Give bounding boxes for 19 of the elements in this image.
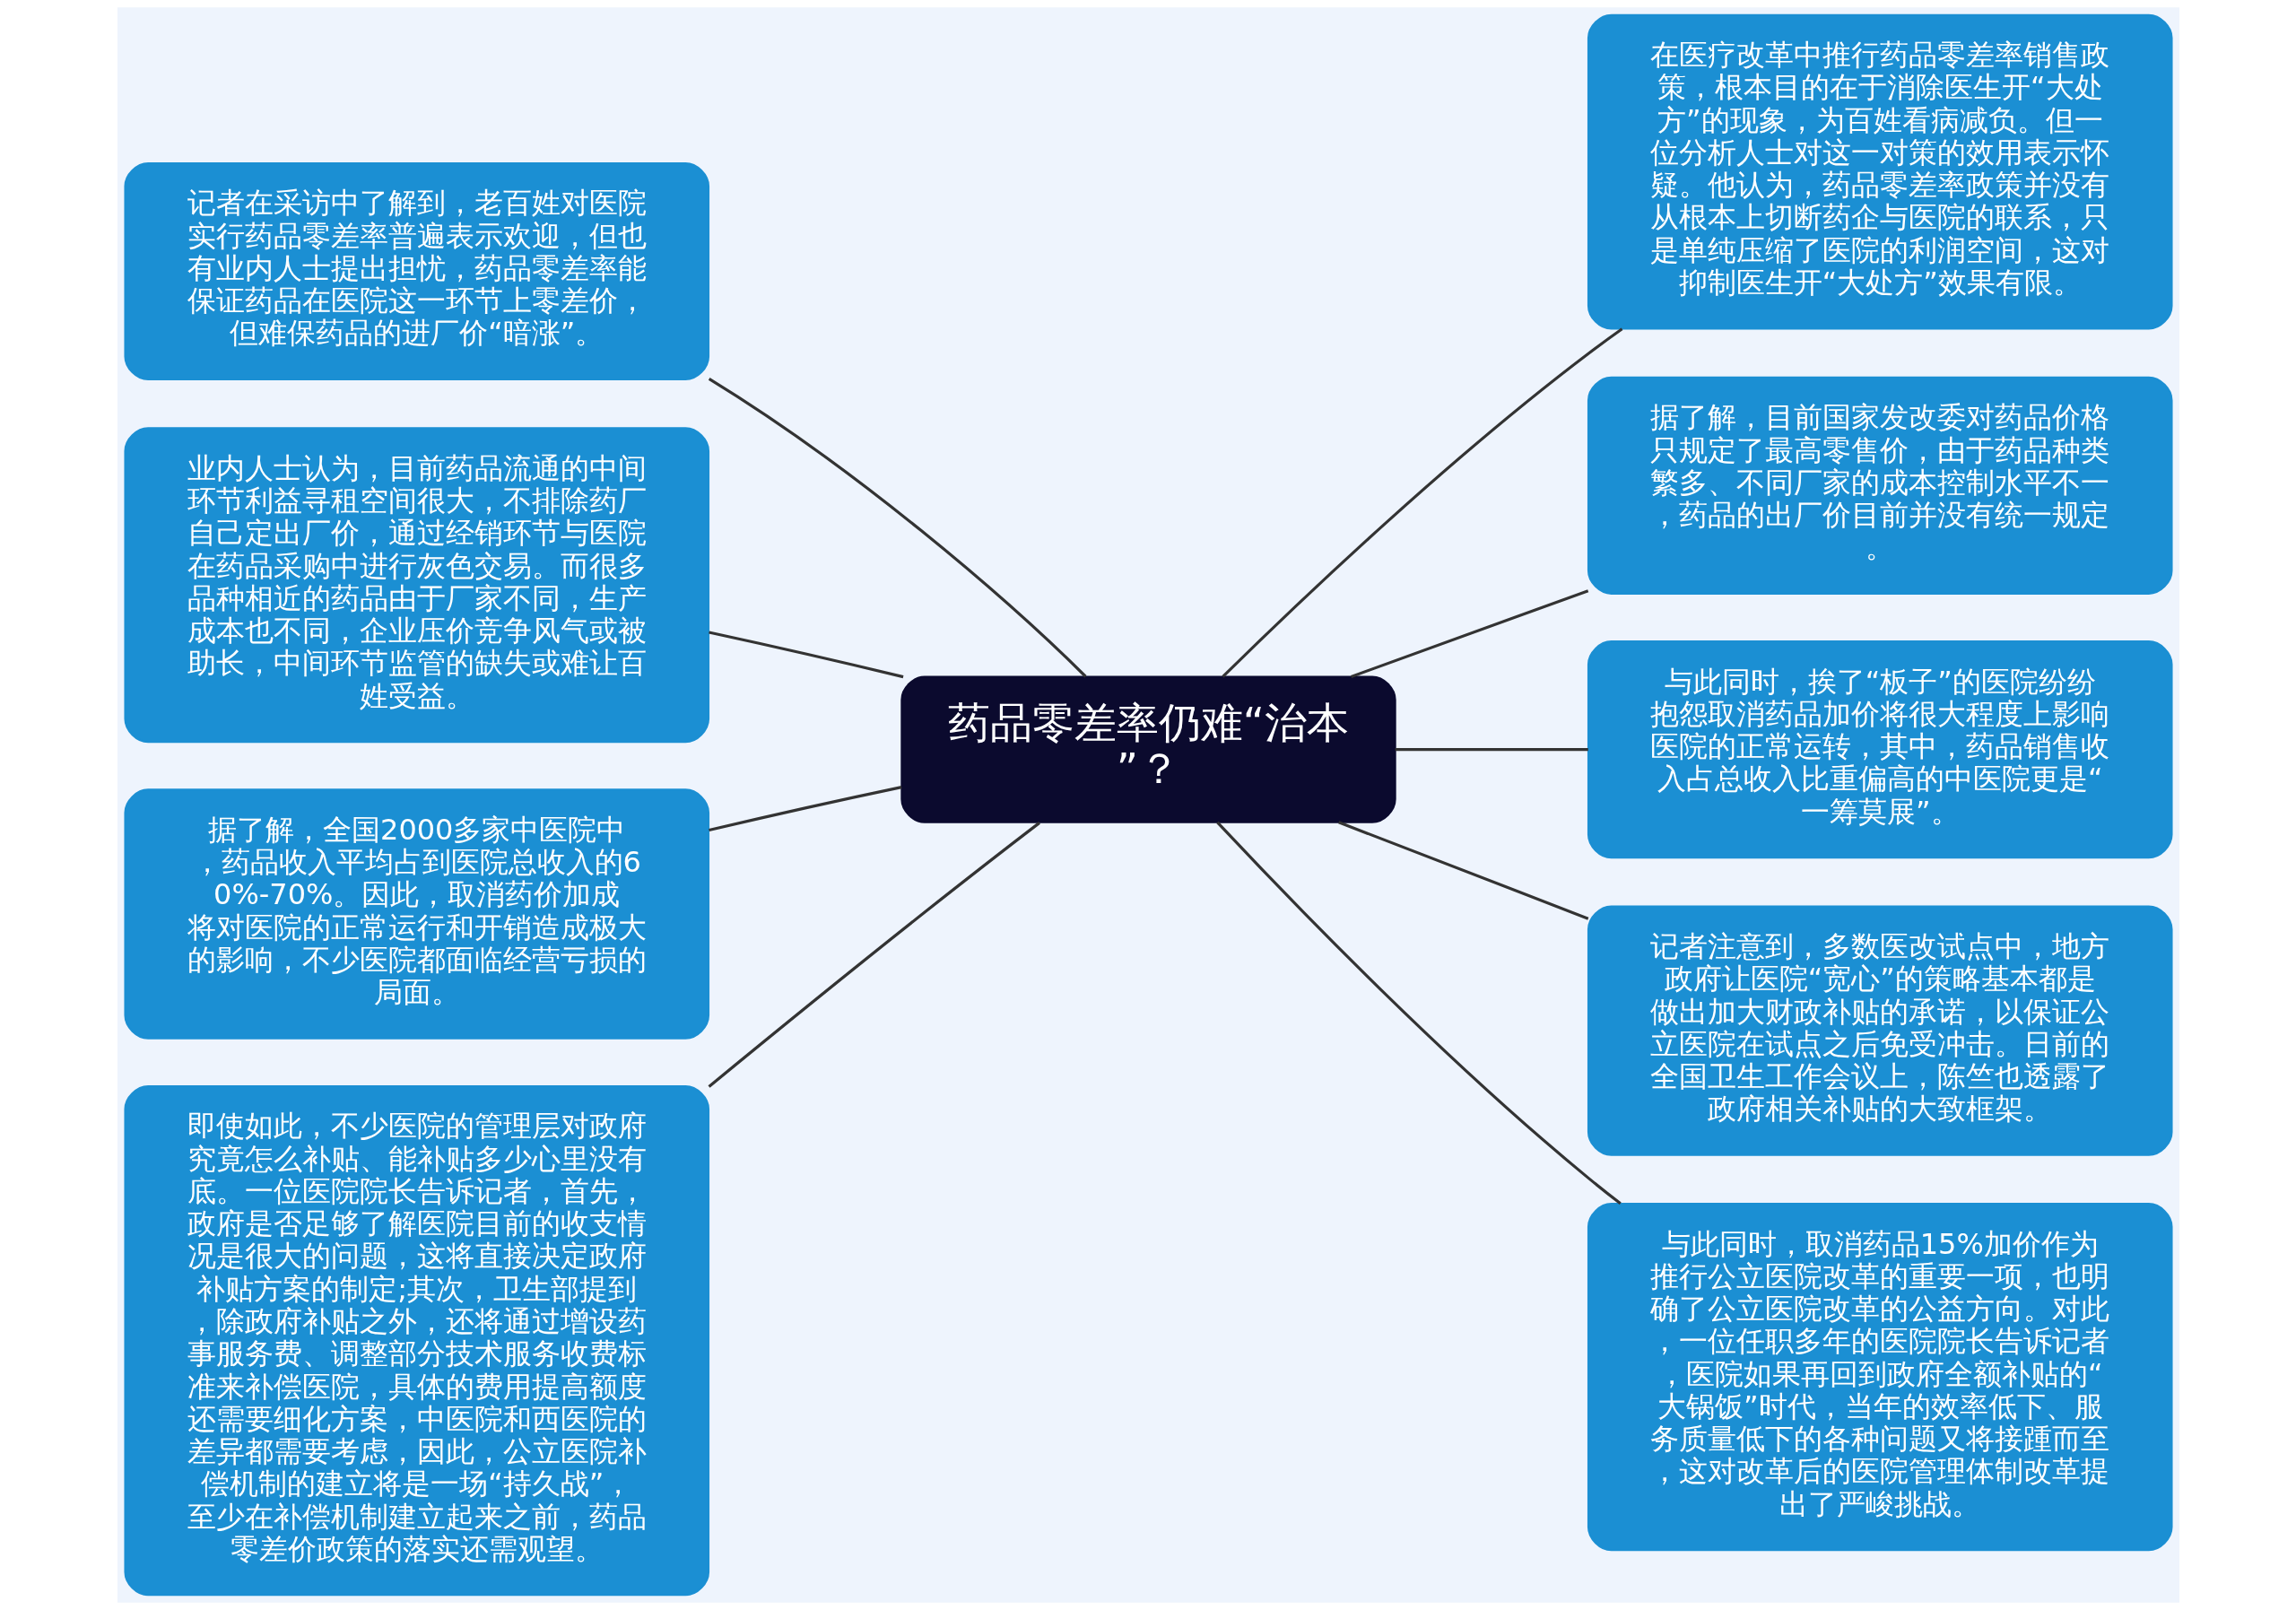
node-box: 记者在采访中了解到，老百姓对医院实行药品零差率普遍表示欢迎，但也有业内人士提出担忧，药品零差率能保证药品在医院这一环节上零差价，但难保药品的进厂价“暗涨”。: [123, 161, 709, 381]
node-box: 即使如此，不少医院的管理层对政府究竟怎么补贴、能补贴多少心里没有底。一位医院院长告诉记者，首先，政府是否足够了解医院目前的收支情况是很大的问题，这将直接决定政府补贴方案的制定;其次，卫生部提到，除政府补贴之外，还将通过增设药事服务费、调整部分技术服务收费标准来补偿医院，具体的费用提高额度还需要细化方案，中医院和西医院的差异都需要考虑，因此，公立医院补偿机制的建立将是一场“持久战”，至少在补偿机制建立起来之前，药品零差价政策的落实还需观望。: [123, 1084, 709, 1597]
connector: [708, 378, 1087, 678]
node-box: 记者注意到，多数医改试点中，地方政府让医院“宽心”的策略基本都是做出加大财政补贴的承诺，以保证公立医院在试点之后免受冲击。日前的全国卫生工作会议上，陈竺也透露了政府相关补贴的大致框架。: [1587, 905, 2173, 1156]
node-box: 药品零差率仍难“治本”？: [900, 675, 1396, 823]
connector: [1395, 748, 1588, 752]
connector: [1337, 821, 1588, 920]
node-box: 与此同时，挨了“板子”的医院纷纷抱怨取消药品加价将很大程度上影响医院的正常运转，其中，药品销售收入占总收入比重偏高的中医院更是“一筹莫展”。: [1587, 640, 2173, 859]
node-box: 在医疗改革中推行药品零差率销售政策，根本目的在于消除医生开“大处方”的现象，为百姓看病减负。但一位分析人士对这一对策的效用表示怀疑。他认为，药品零差率政策并没有从根本上切断药企与医院的联系，只是单纯压缩了医院的利润空间，这对抑制医生开“大处方”效果有限。: [1587, 13, 2173, 330]
connector: [708, 786, 901, 832]
connector: [708, 822, 1040, 1088]
node-box: 与此同时，取消药品15%加价作为推行公立医院改革的重要一项，也明确了公立医院改革的公益方向。对此，一位任职多年的医院院长告诉记者，医院如果再回到政府全额补贴的“大锅饭”时代，当年的效率低下、服务质量低下的各种问题又将接踵而至，这对改革后的医院管理体制改革提出了严峻挑战。: [1587, 1203, 2173, 1552]
node-box: 业内人士认为，目前药品流通的中间环节利益寻租空间很大，不排除药厂自己定出厂价，通过经销环节与医院在药品采购中进行灰色交易。而很多品种相近的药品由于厂家不同，生产成本也不同，企业压价竞争风气或被助长，中间环节监管的缺失或难让百姓受益。: [123, 427, 709, 744]
node-box: 据了解，目前国家发改委对药品价格只规定了最高零售价，由于药品种类繁多、不同厂家的成本控制水平不一，药品的出厂价目前并没有统一规定。: [1587, 376, 2173, 595]
connector: [708, 631, 903, 679]
connector: [1221, 327, 1622, 678]
connector: [1215, 821, 1622, 1205]
node-box: 据了解，全国2000多家中医院中，药品收入平均占到医院总收入的60%-70%。因此，取消药价加成将对医院的正常运行和开销造成极大的影响，不少医院都面临经营亏损的局面。: [123, 788, 709, 1040]
connector: [1350, 589, 1588, 678]
